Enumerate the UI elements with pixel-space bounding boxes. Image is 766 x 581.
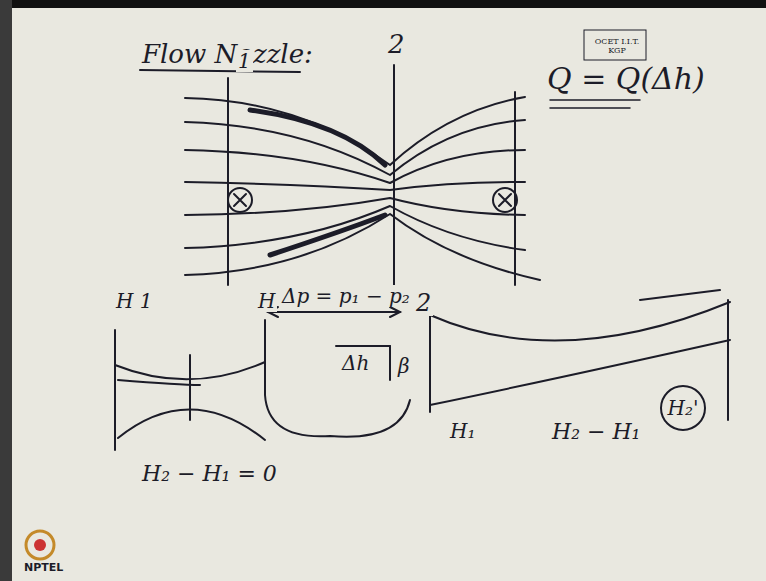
section-number: 1 xyxy=(236,50,253,72)
head-loss: H₂ − H₁ xyxy=(550,420,642,444)
circled-head: H₂' xyxy=(660,385,706,431)
head-label: H₁ xyxy=(448,420,477,442)
section-number: 2 xyxy=(414,290,433,316)
pressure-drop: Δp = p₁ − p₂ xyxy=(280,285,412,307)
axis-label: H xyxy=(256,290,277,312)
axis-label: H 1 xyxy=(114,290,155,312)
title: Flow Nozzle: xyxy=(140,40,315,69)
head-equation: H₂ − H₁ = 0 xyxy=(140,462,279,486)
stamp-text: OCET I.I.T. KGP xyxy=(588,38,646,56)
flow-equation: Q = Q(Δh) xyxy=(545,62,707,95)
section-number: 2 xyxy=(386,30,407,59)
node-text: H₂' xyxy=(668,396,699,420)
watermark: NPTEL xyxy=(22,562,65,574)
head-difference: Δh xyxy=(340,352,371,374)
symbol-label: β xyxy=(396,355,412,377)
